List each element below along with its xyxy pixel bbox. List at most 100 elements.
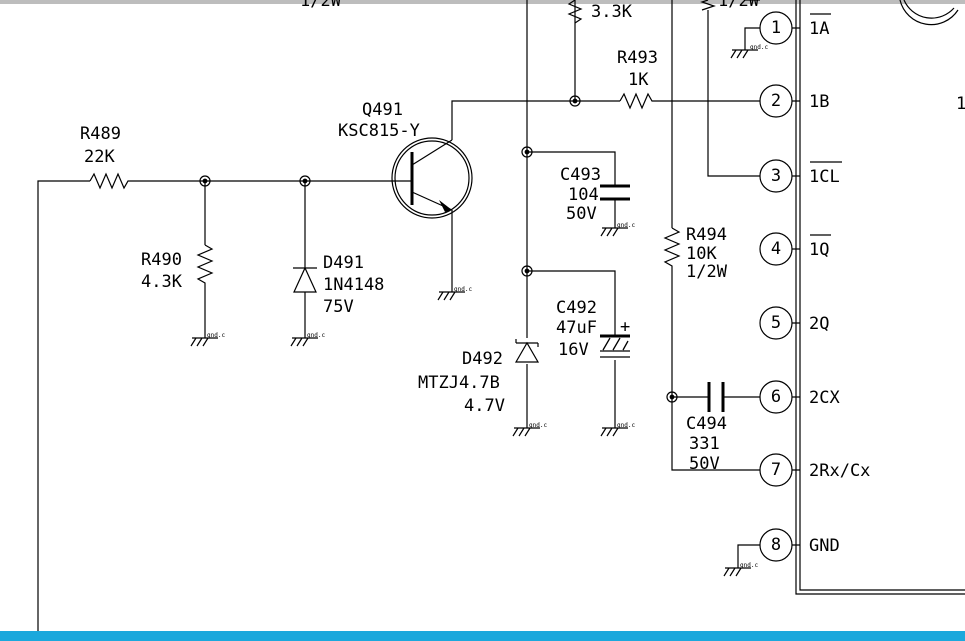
c493-value: 104 bbox=[568, 185, 599, 205]
pin-number: 5 bbox=[771, 313, 781, 333]
wires bbox=[37, 0, 800, 638]
c492-plus: + bbox=[620, 317, 630, 337]
r490-ref: R490 bbox=[141, 250, 182, 270]
pin-circle bbox=[759, 232, 793, 266]
pin-number: 3 bbox=[771, 166, 781, 186]
svg-text:gnd.c: gnd.c bbox=[454, 286, 472, 293]
r489-value: 22K bbox=[84, 147, 115, 167]
c494-ref: C494 bbox=[686, 414, 727, 434]
pin-number: 1 bbox=[771, 18, 781, 38]
ground-symbol: gnd.c bbox=[730, 44, 768, 59]
ground-symbol: gnd.c bbox=[600, 422, 635, 437]
junctions bbox=[199, 95, 678, 403]
pin-circle bbox=[759, 306, 793, 340]
pin-number: 2 bbox=[771, 91, 781, 111]
ic-pin: 3 1CL bbox=[759, 159, 842, 193]
pin-number: 4 bbox=[771, 239, 781, 259]
pin-circle bbox=[759, 453, 793, 487]
pin-circle bbox=[759, 11, 793, 45]
r494-value: 10K bbox=[686, 244, 717, 264]
r489-ref: R489 bbox=[80, 124, 121, 144]
d492-rating: 4.7V bbox=[464, 396, 505, 416]
top-border bbox=[0, 0, 965, 4]
ic-pin: 7 2Rx/Cx bbox=[759, 453, 870, 487]
c493-rating: 50V bbox=[566, 204, 597, 224]
r494-rating: 1/2W bbox=[686, 262, 728, 282]
zener-d492 bbox=[514, 339, 540, 363]
pin-name: GND bbox=[809, 536, 840, 556]
ground-symbol: gnd.c bbox=[512, 422, 547, 437]
labels: R489 22K R490 4.3K D491 1N4148 75V Q491 … bbox=[80, 0, 760, 474]
diode-d491 bbox=[293, 262, 317, 293]
svg-text:gnd.c: gnd.c bbox=[740, 562, 758, 569]
pin-circle bbox=[759, 528, 793, 562]
pin-circle bbox=[759, 84, 793, 118]
pin-number: 7 bbox=[771, 460, 781, 480]
capacitor-c494 bbox=[707, 382, 725, 412]
ground-symbol: gnd.c bbox=[290, 332, 325, 347]
ground-symbol: gnd.c bbox=[723, 562, 758, 577]
c494-rating: 50V bbox=[689, 454, 720, 474]
svg-text:gnd.c: gnd.c bbox=[529, 422, 547, 429]
pin-name: 2Q bbox=[809, 314, 829, 334]
d491-ref: D491 bbox=[323, 253, 364, 273]
r-top-right-value: 1/2W bbox=[718, 0, 760, 11]
pin-name: 2CX bbox=[809, 388, 840, 408]
r-top-far-left-value: 1/2W bbox=[300, 0, 342, 11]
svg-text:gnd.c: gnd.c bbox=[750, 44, 768, 51]
capacitor-c492 bbox=[600, 334, 630, 358]
ic-pin: 4 1Q bbox=[759, 232, 831, 266]
q491-ref: Q491 bbox=[362, 100, 403, 120]
pin-name: 1A bbox=[809, 19, 829, 39]
pin-circle bbox=[759, 380, 793, 414]
resistor-r493 bbox=[619, 92, 656, 110]
ic-pin: 1 1A bbox=[759, 11, 831, 45]
c492-rating: 16V bbox=[558, 340, 589, 360]
ground-symbol: gnd.c bbox=[600, 222, 635, 237]
d492-ref: D492 bbox=[462, 349, 503, 369]
r493-ref: R493 bbox=[617, 48, 658, 68]
pin-number: 8 bbox=[771, 535, 781, 555]
r494-ref: R494 bbox=[686, 225, 727, 245]
r490-value: 4.3K bbox=[141, 272, 183, 292]
svg-text:gnd.c: gnd.c bbox=[207, 332, 225, 339]
pin-name: 1CL bbox=[809, 167, 840, 187]
resistor-r490 bbox=[196, 244, 214, 288]
ic-pin: 6 2CX bbox=[759, 380, 840, 414]
c493-ref: C493 bbox=[560, 165, 601, 185]
ground-symbol: gnd.c bbox=[437, 286, 472, 301]
q491-part: KSC815-Y bbox=[338, 121, 420, 141]
c492-ref: C492 bbox=[556, 298, 597, 318]
transistor-q491 bbox=[391, 137, 473, 219]
capacitor-c493 bbox=[600, 184, 630, 201]
resistor-3k3 bbox=[567, 0, 583, 24]
ic-pin: 2 1B bbox=[759, 84, 829, 118]
c492-value: 47uF bbox=[556, 318, 597, 338]
d491-part: 1N4148 bbox=[323, 275, 384, 295]
svg-text:gnd.c: gnd.c bbox=[617, 422, 635, 429]
d491-rating: 75V bbox=[323, 297, 354, 317]
r493-value: 1K bbox=[628, 70, 649, 90]
pin-name: 1Q bbox=[809, 240, 829, 260]
ic-pins: 1 1A 2 1B 3 1CL 4 1Q 5 2Q 6 2CX 7 2Rx/Cx 8 GND bbox=[759, 11, 870, 562]
svg-text:gnd.c: gnd.c bbox=[617, 222, 635, 229]
ic-pin: 5 2Q bbox=[759, 306, 829, 340]
d492-part: MTZJ4.7B bbox=[418, 373, 500, 393]
pin-name: 2Rx/Cx bbox=[809, 461, 870, 481]
resistor-r494 bbox=[663, 227, 681, 272]
pin-name: 1B bbox=[809, 92, 829, 112]
r-3k3-value: 3.3K bbox=[591, 2, 633, 22]
ground-symbol: gnd.c bbox=[190, 332, 225, 347]
pin-circle bbox=[759, 159, 793, 193]
resistor-r489 bbox=[89, 172, 130, 190]
ic-pin: 8 GND bbox=[759, 528, 840, 562]
pin-number: 6 bbox=[771, 387, 781, 407]
ground-symbols: gnd.c gnd.c gnd.c gnd.c gnd.c gnd.c gnd.… bbox=[190, 44, 768, 577]
c494-value: 331 bbox=[689, 434, 720, 454]
ic-body bbox=[795, 0, 965, 595]
resistor-top-right bbox=[700, 0, 716, 11]
ic-side-label: 1 bbox=[956, 94, 965, 114]
svg-text:gnd.c: gnd.c bbox=[307, 332, 325, 339]
bottom-border bbox=[0, 631, 965, 641]
